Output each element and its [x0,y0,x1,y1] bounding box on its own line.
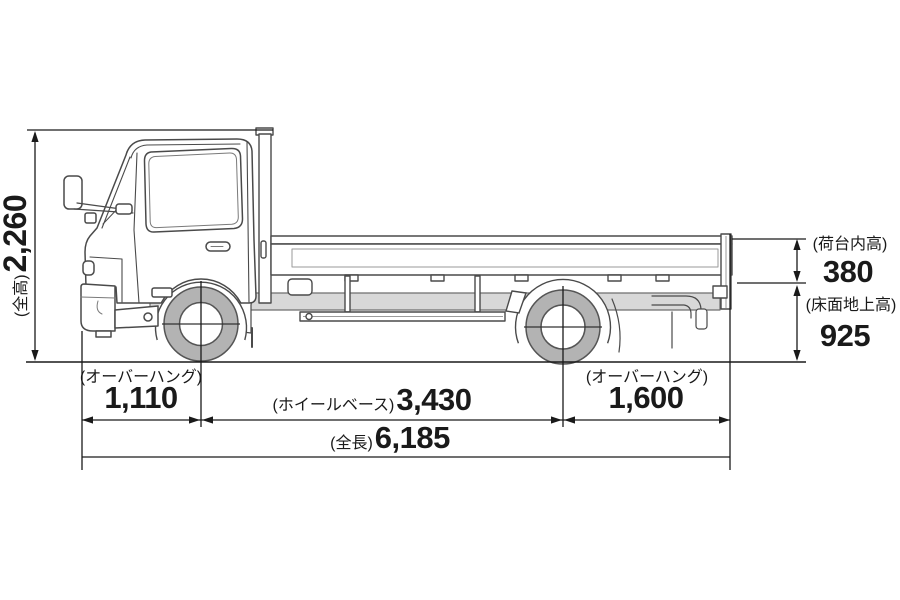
front-bumper [80,283,116,332]
overall-height-label: (全高) [13,274,30,318]
overall-length-dimension: (全長) 6,185 [330,422,450,453]
headlight [82,260,95,276]
side-mirror [63,175,83,210]
front-overhang-label: (オーバーハング) [79,369,203,386]
overall-length-label: (全長) [330,435,373,452]
rear-wheel-arch [514,278,612,344]
taillight [712,285,728,299]
overall-length-value: 6,185 [374,420,451,455]
floor-height-value: 925 [819,318,871,353]
exhaust-flange [695,308,708,330]
overall-height-value: 2,260 [0,194,33,273]
rear-overhang-value: 1,600 [608,380,684,415]
bed-inner-height-label: (荷台内高) [812,236,888,253]
bed-top-rail [270,235,733,245]
cab-step [114,305,159,329]
rear-mudflap [611,298,621,353]
front-overhang-value: 1,110 [104,380,178,415]
cargo-bed [255,127,733,322]
wheelbase-label: (ホイールベース) [272,397,395,414]
overall-height-dimension: (全高) 2,260 [0,176,39,336]
dimension-arrowheads [31,131,801,424]
headboard-post [258,133,272,304]
dimension-lines [26,129,806,470]
rear-overhang-label: (オーバーハング) [585,369,709,386]
wheelbase-value: 3,430 [396,382,472,417]
wheelbase-dimension: (ホイールベース) 3,430 [273,384,472,415]
cab [63,138,257,338]
door-window [143,147,244,233]
fuel-tank [287,278,313,296]
rear-arch-bracket [505,290,527,314]
door-seam [133,152,140,304]
floor-height-label: (床面地上高) [805,297,897,314]
bed-inner-height-value: 380 [822,254,874,289]
